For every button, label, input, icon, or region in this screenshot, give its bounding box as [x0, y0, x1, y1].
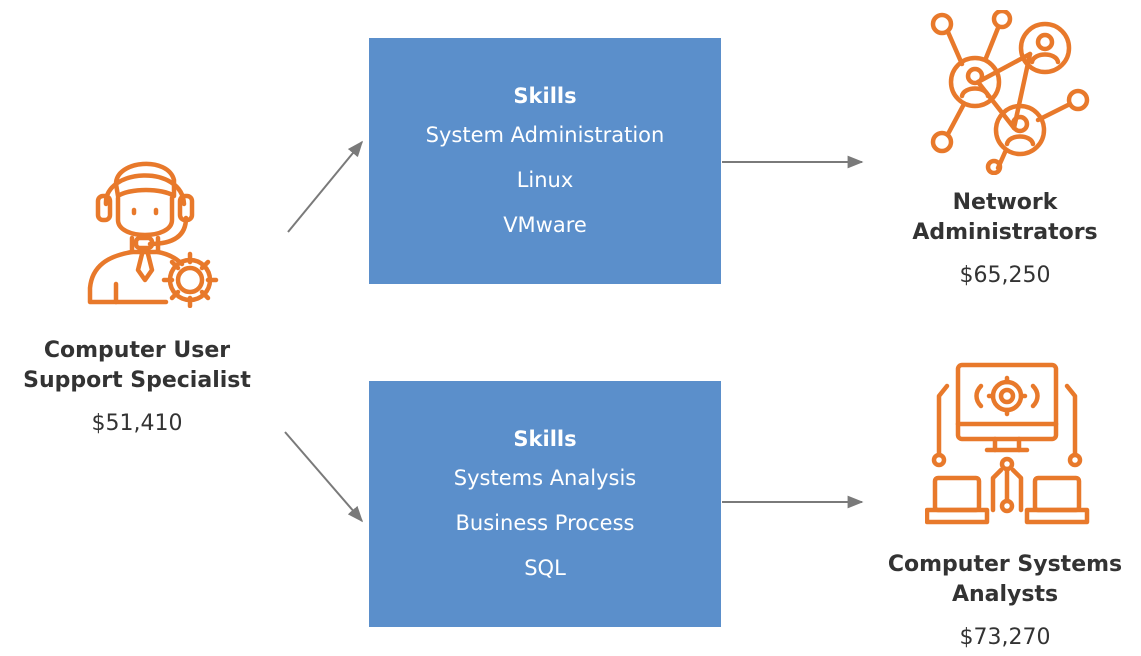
computer-systems-icon [925, 362, 1090, 525]
target-role-title-line2: Analysts [951, 582, 1059, 607]
skill-item: System Administration [425, 123, 665, 147]
skill-item: Linux [516, 168, 574, 192]
source-role-title-line2: Support Specialist [23, 368, 251, 393]
arrow-source-to-bottom-skills [284, 431, 364, 523]
skill-item: Business Process [455, 511, 635, 535]
support-specialist-headset-gear-icon [87, 161, 219, 308]
skill-item: VMware [503, 213, 587, 237]
target-role-title-line1: Network [952, 190, 1058, 215]
skill-item: Systems Analysis [453, 466, 637, 490]
target-role-salary: $73,270 [959, 625, 1051, 650]
target-role-network: Network Administrators $65,250 [880, 188, 1130, 291]
skills-box-analysts: Skills Systems Analysis Business Process… [369, 381, 721, 627]
source-role-title-line1: Computer User [43, 338, 231, 363]
skills-heading: Skills [513, 84, 577, 108]
target-role-salary: $65,250 [959, 263, 1051, 288]
source-role: Computer User Support Specialist $51,410 [0, 336, 274, 439]
source-role-salary: $51,410 [91, 411, 183, 436]
target-role-title-line1: Computer Systems [887, 552, 1123, 577]
target-role-title-line2: Administrators [912, 220, 1098, 245]
arrow-source-to-top-skills [287, 140, 364, 233]
network-people-icon [930, 10, 1090, 175]
skills-heading: Skills [513, 427, 577, 451]
skills-box-network: Skills System Administration Linux VMwar… [369, 38, 721, 284]
skill-item: SQL [524, 556, 566, 580]
target-role-analysts: Computer Systems Analysts $73,270 [855, 550, 1141, 653]
